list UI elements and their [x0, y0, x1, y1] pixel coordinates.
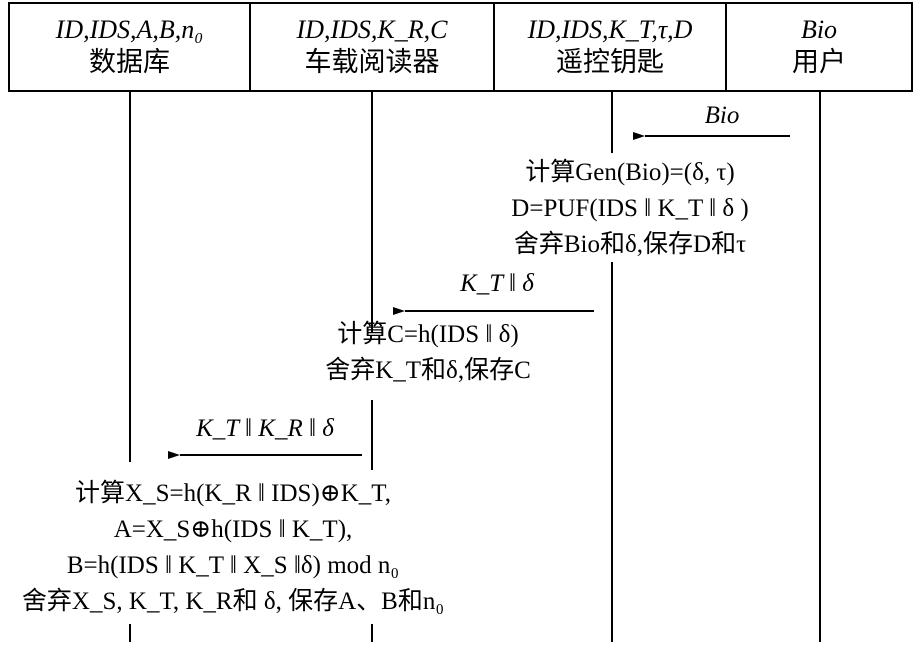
computation-reader: 计算C=h(IDS ‖ δ) 舍弃K_T和δ,保存C: [325, 317, 531, 389]
computation-key-fob: 计算Gen(Bio)=(δ, τ) D=PUF(IDS ‖ K_T ‖ δ ) …: [511, 155, 748, 263]
participant-key-fob: ID,IDS,K_T,τ,D 遥控钥匙: [495, 2, 727, 92]
participant-vars: ID,IDS,K_R,C: [296, 15, 448, 44]
computation-line: 计算Gen(Bio)=(δ, τ): [525, 159, 735, 186]
computation-line: D=PUF(IDS ‖ K_T ‖ δ ): [511, 195, 749, 222]
message-label-bio: Bio: [704, 102, 740, 129]
computation-line: 舍弃K_T和δ,保存C: [325, 357, 531, 384]
participant-name: 数据库: [89, 47, 170, 77]
computation-database: 计算X_S=h(K_R ‖ IDS)⊕K_T, A=X_S⊕h(IDS ‖ K_…: [22, 476, 444, 620]
message-label-kt-delta: K_T ‖ δ: [460, 270, 534, 297]
computation-line: 舍弃X_S, K_T, K_R和 δ, 保存A、B和n₀: [21, 588, 445, 615]
computation-line: 计算C=h(IDS ‖ δ): [337, 321, 519, 348]
computation-line: 舍弃Bio和δ,保存D和τ: [513, 231, 747, 258]
participant-name: 遥控钥匙: [556, 47, 664, 77]
computation-line: B=h(IDS ‖ K_T ‖ X_S ‖δ) mod n₀: [66, 552, 400, 579]
participant-vars: ID,IDS,K_T,τ,D: [527, 15, 693, 44]
participant-vars: Bio: [800, 15, 838, 44]
participant-database: ID,IDS,A,B,n₀ 数据库: [8, 2, 251, 92]
participant-car-reader: ID,IDS,K_R,C 车载阅读器: [251, 2, 495, 92]
participant-user: Bio 用户: [727, 2, 913, 92]
computation-line: 计算X_S=h(K_R ‖ IDS)⊕K_T,: [75, 480, 391, 507]
participant-name: 车载阅读器: [304, 47, 440, 77]
participant-vars: ID,IDS,A,B,n₀: [55, 15, 204, 44]
participant-name: 用户: [792, 47, 846, 77]
computation-line: A=X_S⊕h(IDS ‖ K_T),: [113, 516, 353, 543]
message-label-kt-kr-delta: K_T ‖ K_R ‖ δ: [196, 415, 334, 442]
